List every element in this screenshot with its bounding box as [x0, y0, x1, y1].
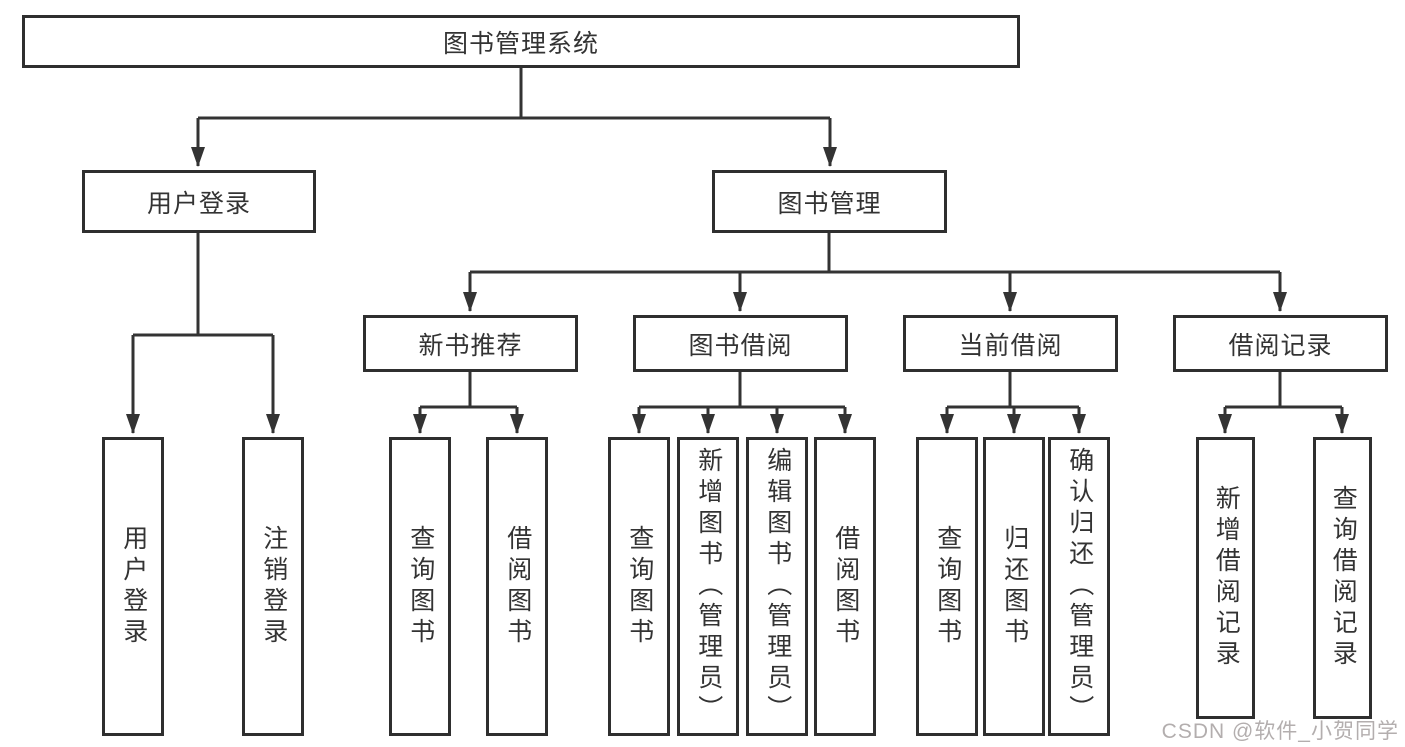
node-current-borrowing: 当前借阅: [903, 315, 1118, 372]
node-label: 图书管理: [777, 189, 882, 218]
edge-g2-stem: [420, 372, 517, 409]
node-label: 新书推荐: [418, 331, 523, 360]
leaf-query-books-borrowing: 查询图书: [608, 437, 670, 736]
node-library-system: 图书管理系统: [22, 15, 1020, 68]
edge-root-stem: [198, 68, 830, 120]
node-label: 当前借阅: [958, 331, 1063, 360]
edge-userlogin-stem: [133, 233, 273, 337]
leaf-add-books-admin: 新增图书（管理员）: [677, 437, 739, 736]
node-label: 借阅记录: [1228, 331, 1333, 360]
node-label: 借阅图书: [831, 524, 860, 649]
leaf-borrow-books-recommend: 借阅图书: [486, 437, 548, 736]
node-label: 查询图书: [406, 524, 435, 649]
leaf-user-login: 用户登录: [102, 437, 164, 736]
edge-bookmgmt-stem: [470, 233, 1280, 274]
node-label: 查询图书: [625, 524, 654, 649]
watermark-text: CSDN @软件_小贺同学: [1161, 720, 1399, 743]
leaf-add-borrow-record: 新增借阅记录: [1196, 437, 1255, 719]
leaf-borrow-books-borrowing: 借阅图书: [814, 437, 876, 736]
node-label: 新增图书（管理员）: [694, 447, 723, 726]
edge-g4-stem: [947, 372, 1079, 409]
node-label: 新增借阅记录: [1212, 485, 1241, 671]
node-label: 归还图书: [1000, 524, 1029, 649]
edge-g5-stem: [1225, 372, 1342, 409]
leaf-query-books-recommend: 查询图书: [389, 437, 451, 736]
node-label: 确认归还（管理员）: [1065, 447, 1094, 726]
leaf-query-borrow-record: 查询借阅记录: [1313, 437, 1372, 719]
leaf-confirm-return-admin: 确认归还（管理员）: [1048, 437, 1110, 736]
node-label: 注销登录: [259, 524, 288, 649]
node-label: 查询图书: [933, 524, 962, 649]
node-label: 借阅图书: [503, 524, 532, 649]
node-label: 用户登录: [119, 524, 148, 649]
node-book-management-branch: 图书管理: [712, 170, 947, 233]
node-borrowing-records: 借阅记录: [1173, 315, 1388, 372]
node-user-login-branch: 用户登录: [82, 170, 316, 233]
leaf-return-books: 归还图书: [983, 437, 1045, 736]
node-label: 图书借阅: [688, 331, 793, 360]
edge-g3-stem: [639, 372, 845, 409]
node-label: 编辑图书（管理员）: [763, 447, 792, 726]
leaf-logout: 注销登录: [242, 437, 304, 736]
node-label: 图书管理系统: [442, 29, 599, 58]
node-new-book-recommendation: 新书推荐: [363, 315, 578, 372]
leaf-query-books-current: 查询图书: [916, 437, 978, 736]
node-label: 用户登录: [146, 189, 251, 218]
node-label: 查询借阅记录: [1329, 485, 1358, 671]
leaf-edit-books-admin: 编辑图书（管理员）: [746, 437, 808, 736]
node-book-borrowing: 图书借阅: [633, 315, 848, 372]
